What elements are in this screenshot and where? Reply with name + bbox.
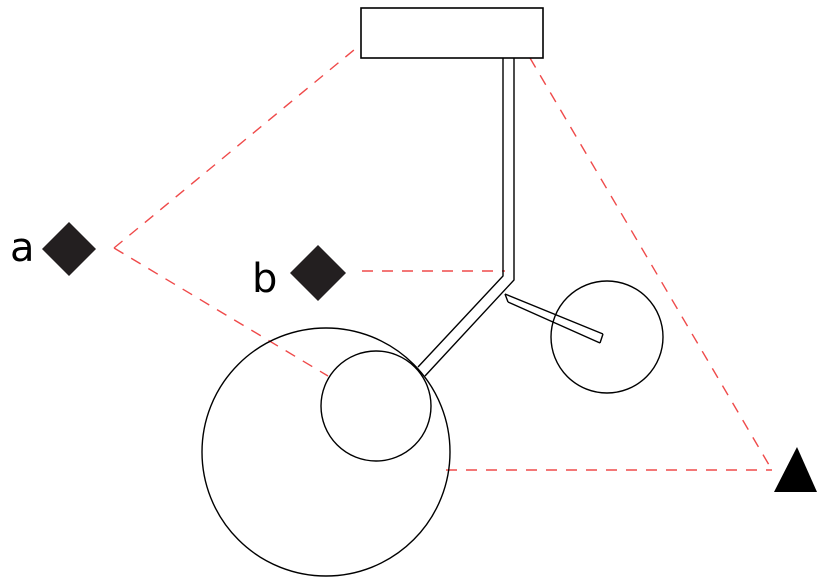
- ceiling-mount: [360, 7, 544, 59]
- triangle-marker: [774, 447, 817, 492]
- small-circle: [320, 350, 432, 462]
- label-a: a: [10, 225, 35, 271]
- guide-line-a-to-small-circle: [113, 247, 329, 377]
- diamond-marker-b: [290, 245, 346, 301]
- guide-line-a-to-mount: [113, 39, 367, 249]
- right-circle: [550, 280, 664, 394]
- label-b: b: [252, 256, 277, 302]
- joint-cap: [504, 293, 509, 303]
- large-circle: [201, 327, 451, 577]
- vertical-rod: [417, 58, 515, 377]
- short-rod: [504, 293, 604, 344]
- diamond-marker-a: [42, 222, 96, 276]
- guide-lines: [113, 39, 773, 471]
- guide-line-mount-to-triangle: [529, 57, 773, 471]
